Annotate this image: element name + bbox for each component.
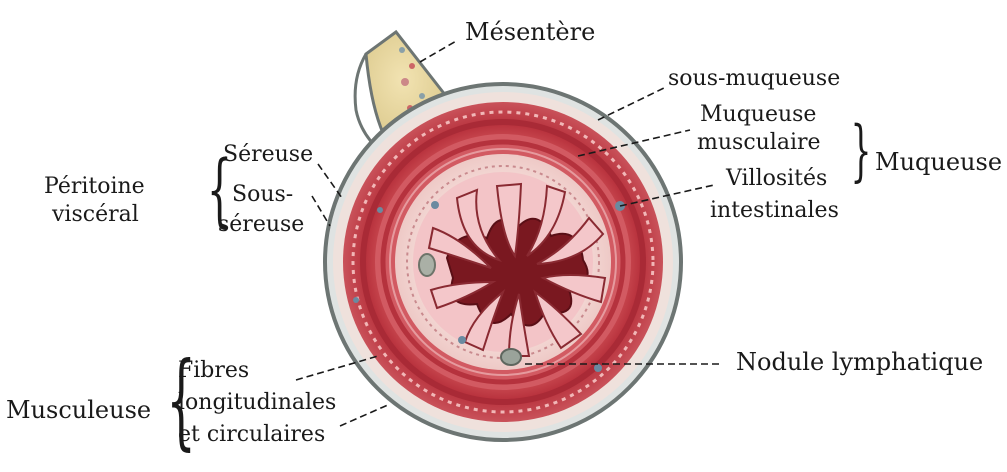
label-muqueuse: Muqueuse xyxy=(875,150,1002,174)
label-villosites-1: Villosités xyxy=(726,168,827,190)
label-fibres-2: longitudinales xyxy=(178,392,336,414)
mesentery-vessel xyxy=(399,47,405,53)
mesentery-vessel xyxy=(419,93,425,99)
label-mesentere: Mésentère xyxy=(465,20,595,44)
label-peritoine-1: Péritoine xyxy=(44,176,145,198)
vessel-dot xyxy=(594,364,602,372)
label-peritoine-2: viscéral xyxy=(52,204,139,226)
lymph-nodule xyxy=(419,254,435,276)
brace-muqueuse: } xyxy=(851,118,872,184)
label-muqueuse-musculaire-1: Muqueuse xyxy=(700,104,816,126)
label-sous-muqueuse: sous-muqueuse xyxy=(668,68,840,90)
label-fibres-3: et circulaires xyxy=(178,424,325,446)
label-nodule-lymphatique: Nodule lymphatique xyxy=(736,350,983,374)
leader-mesentere xyxy=(420,40,458,62)
vessel-dot xyxy=(377,207,383,213)
label-sous-sereuse-2: séreuse xyxy=(218,214,304,236)
leader-sous-muqueuse xyxy=(598,88,664,120)
vessel-dot xyxy=(458,336,466,344)
vessel-dot xyxy=(353,297,359,303)
lymph-nodule xyxy=(501,349,521,365)
leader-sereuse xyxy=(318,164,342,198)
label-sereuse: Séreuse xyxy=(223,144,313,166)
label-fibres-1: Fibres xyxy=(178,360,249,382)
label-muqueuse-musculaire-2: musculaire xyxy=(697,132,821,154)
mesentery-vessel xyxy=(409,63,415,69)
leader-sous-sereuse xyxy=(312,196,330,226)
vessel-dot xyxy=(431,201,439,209)
label-sous-sereuse-1: Sous- xyxy=(232,184,293,206)
label-villosites-2: intestinales xyxy=(710,200,839,222)
label-musculeuse: Musculeuse xyxy=(6,398,151,422)
mesentery-vessel xyxy=(401,78,409,86)
leader-fibres-2 xyxy=(340,404,390,426)
